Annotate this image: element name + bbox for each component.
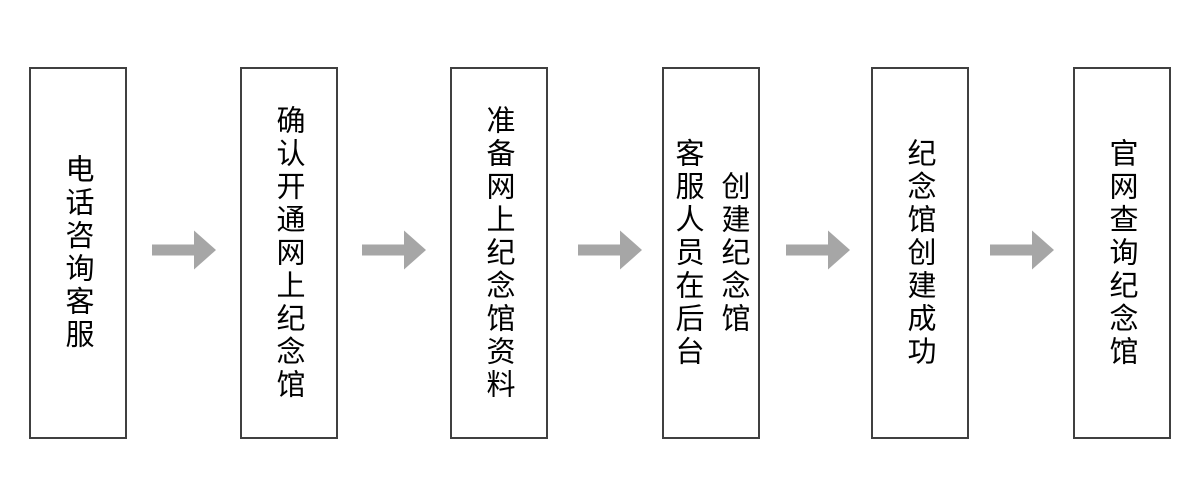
right-arrow-icon [152, 230, 216, 270]
right-arrow-icon [990, 230, 1054, 270]
flow-step-label-5: 纪念馆创建成功 [903, 137, 937, 369]
flow-step-label-6: 官网查询纪念馆 [1105, 137, 1139, 369]
flow-arrow-2 [362, 230, 426, 270]
flow-step-label-3: 准备网上纪念馆资料 [482, 104, 516, 402]
flow-step-box-2: 确认开通网上纪念馆 [240, 67, 338, 439]
flow-step-box-5: 纪念馆创建成功 [871, 67, 969, 439]
flow-step-box-4: 客服人员在后台 创建纪念馆 [662, 67, 760, 439]
flow-step-label-4: 客服人员在后台 创建纪念馆 [671, 137, 751, 369]
flow-arrow-4 [786, 230, 850, 270]
right-arrow-icon [362, 230, 426, 270]
right-arrow-icon [786, 230, 850, 270]
flow-step-box-3: 准备网上纪念馆资料 [450, 67, 548, 439]
flow-step-box-1: 电话咨询客服 [29, 67, 127, 439]
flow-step-label-1: 电话咨询客服 [61, 154, 95, 352]
right-arrow-icon [578, 230, 642, 270]
flow-step-box-6: 官网查询纪念馆 [1073, 67, 1171, 439]
flow-step-label-2: 确认开通网上纪念馆 [272, 104, 306, 402]
flow-arrow-3 [578, 230, 642, 270]
flow-arrow-1 [152, 230, 216, 270]
flow-arrow-5 [990, 230, 1054, 270]
